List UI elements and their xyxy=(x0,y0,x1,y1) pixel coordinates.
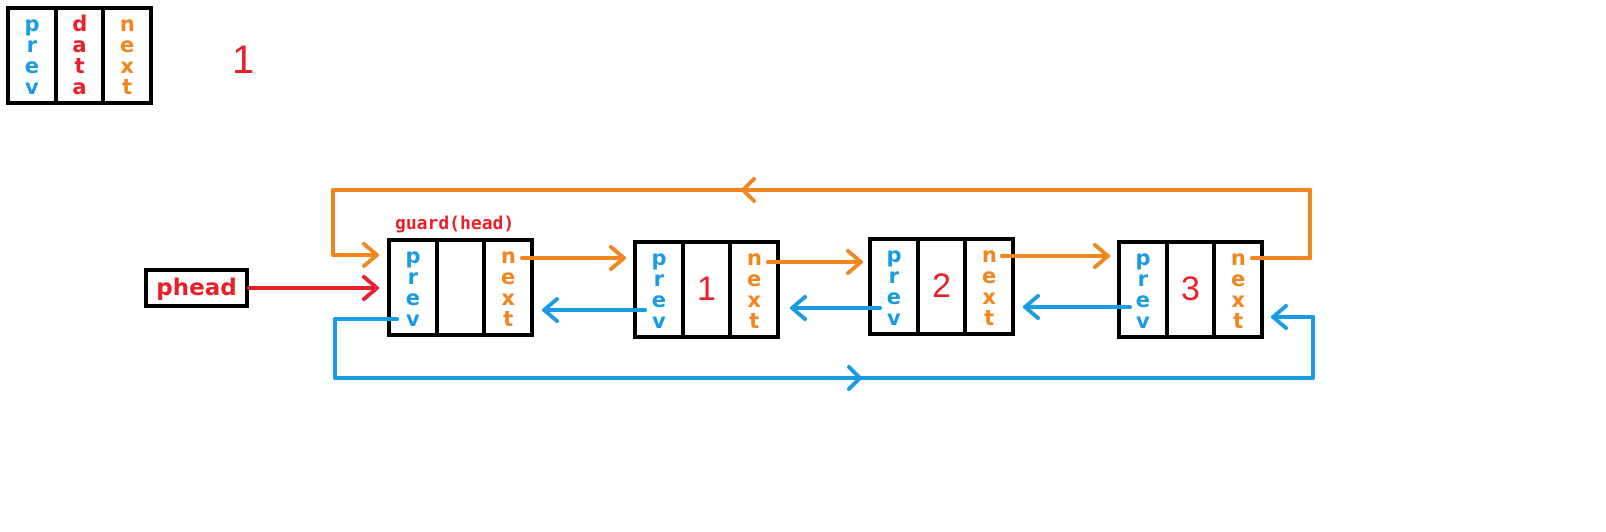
legend-next-label: next xyxy=(119,11,135,99)
guard-next-label: next xyxy=(500,243,516,331)
node-3-prev-label: prev xyxy=(1135,245,1151,333)
node-2-value: 2 xyxy=(932,267,951,305)
guard-node: prev next xyxy=(387,238,534,337)
legend-data-label: data xyxy=(72,11,88,99)
node-1-prev-label: prev xyxy=(651,245,667,333)
legend-prev-label: prev xyxy=(24,11,40,99)
node-2-prev-cell: prev xyxy=(872,241,916,332)
node-1-value: 1 xyxy=(697,270,716,308)
node-3-next-label: next xyxy=(1230,245,1246,333)
list-node-2: prev 2 next xyxy=(868,237,1015,336)
legend-data-cell: data xyxy=(53,10,102,101)
phead-arrow xyxy=(247,275,379,301)
prev-arrow-3-to-2 xyxy=(1023,294,1132,320)
next-arrow-guard-to-1 xyxy=(520,245,626,271)
prev-arrow-2-to-1 xyxy=(790,295,882,321)
legend-prev-cell: prev xyxy=(10,10,54,101)
node-1-prev-cell: prev xyxy=(637,244,681,335)
guard-prev-label: prev xyxy=(405,243,421,331)
node-2-next-label: next xyxy=(981,242,997,330)
node-3-prev-cell: prev xyxy=(1121,244,1165,335)
guard-next-cell: next xyxy=(482,242,530,333)
guard-prev-cell: prev xyxy=(391,242,435,333)
node-2-prev-label: prev xyxy=(886,242,902,330)
node-1-data-cell: 1 xyxy=(680,244,729,335)
legend-sample-value: 1 xyxy=(232,38,255,82)
prev-arrow-1-to-guard xyxy=(542,297,647,323)
node-3-next-cell: next xyxy=(1212,244,1260,335)
next-arrow-2-to-3 xyxy=(1000,243,1110,269)
next-arrow-1-to-2 xyxy=(766,249,863,275)
node-3-data-cell: 3 xyxy=(1164,244,1213,335)
node-1-next-label: next xyxy=(746,245,762,333)
node-3-value: 3 xyxy=(1181,270,1200,308)
next-arrow-3-to-guard xyxy=(331,177,1312,268)
node-1-next-cell: next xyxy=(728,244,776,335)
list-node-3: prev 3 next xyxy=(1117,240,1264,339)
node-2-data-cell: 2 xyxy=(915,241,964,332)
legend-node: prev data next xyxy=(6,6,153,105)
legend-next-cell: next xyxy=(101,10,149,101)
prev-arrow-guard-to-3 xyxy=(333,304,1315,391)
guard-data-cell xyxy=(434,242,483,333)
guard-label: guard(head) xyxy=(395,213,515,234)
list-node-1: prev 1 next xyxy=(633,240,780,339)
node-2-next-cell: next xyxy=(963,241,1011,332)
